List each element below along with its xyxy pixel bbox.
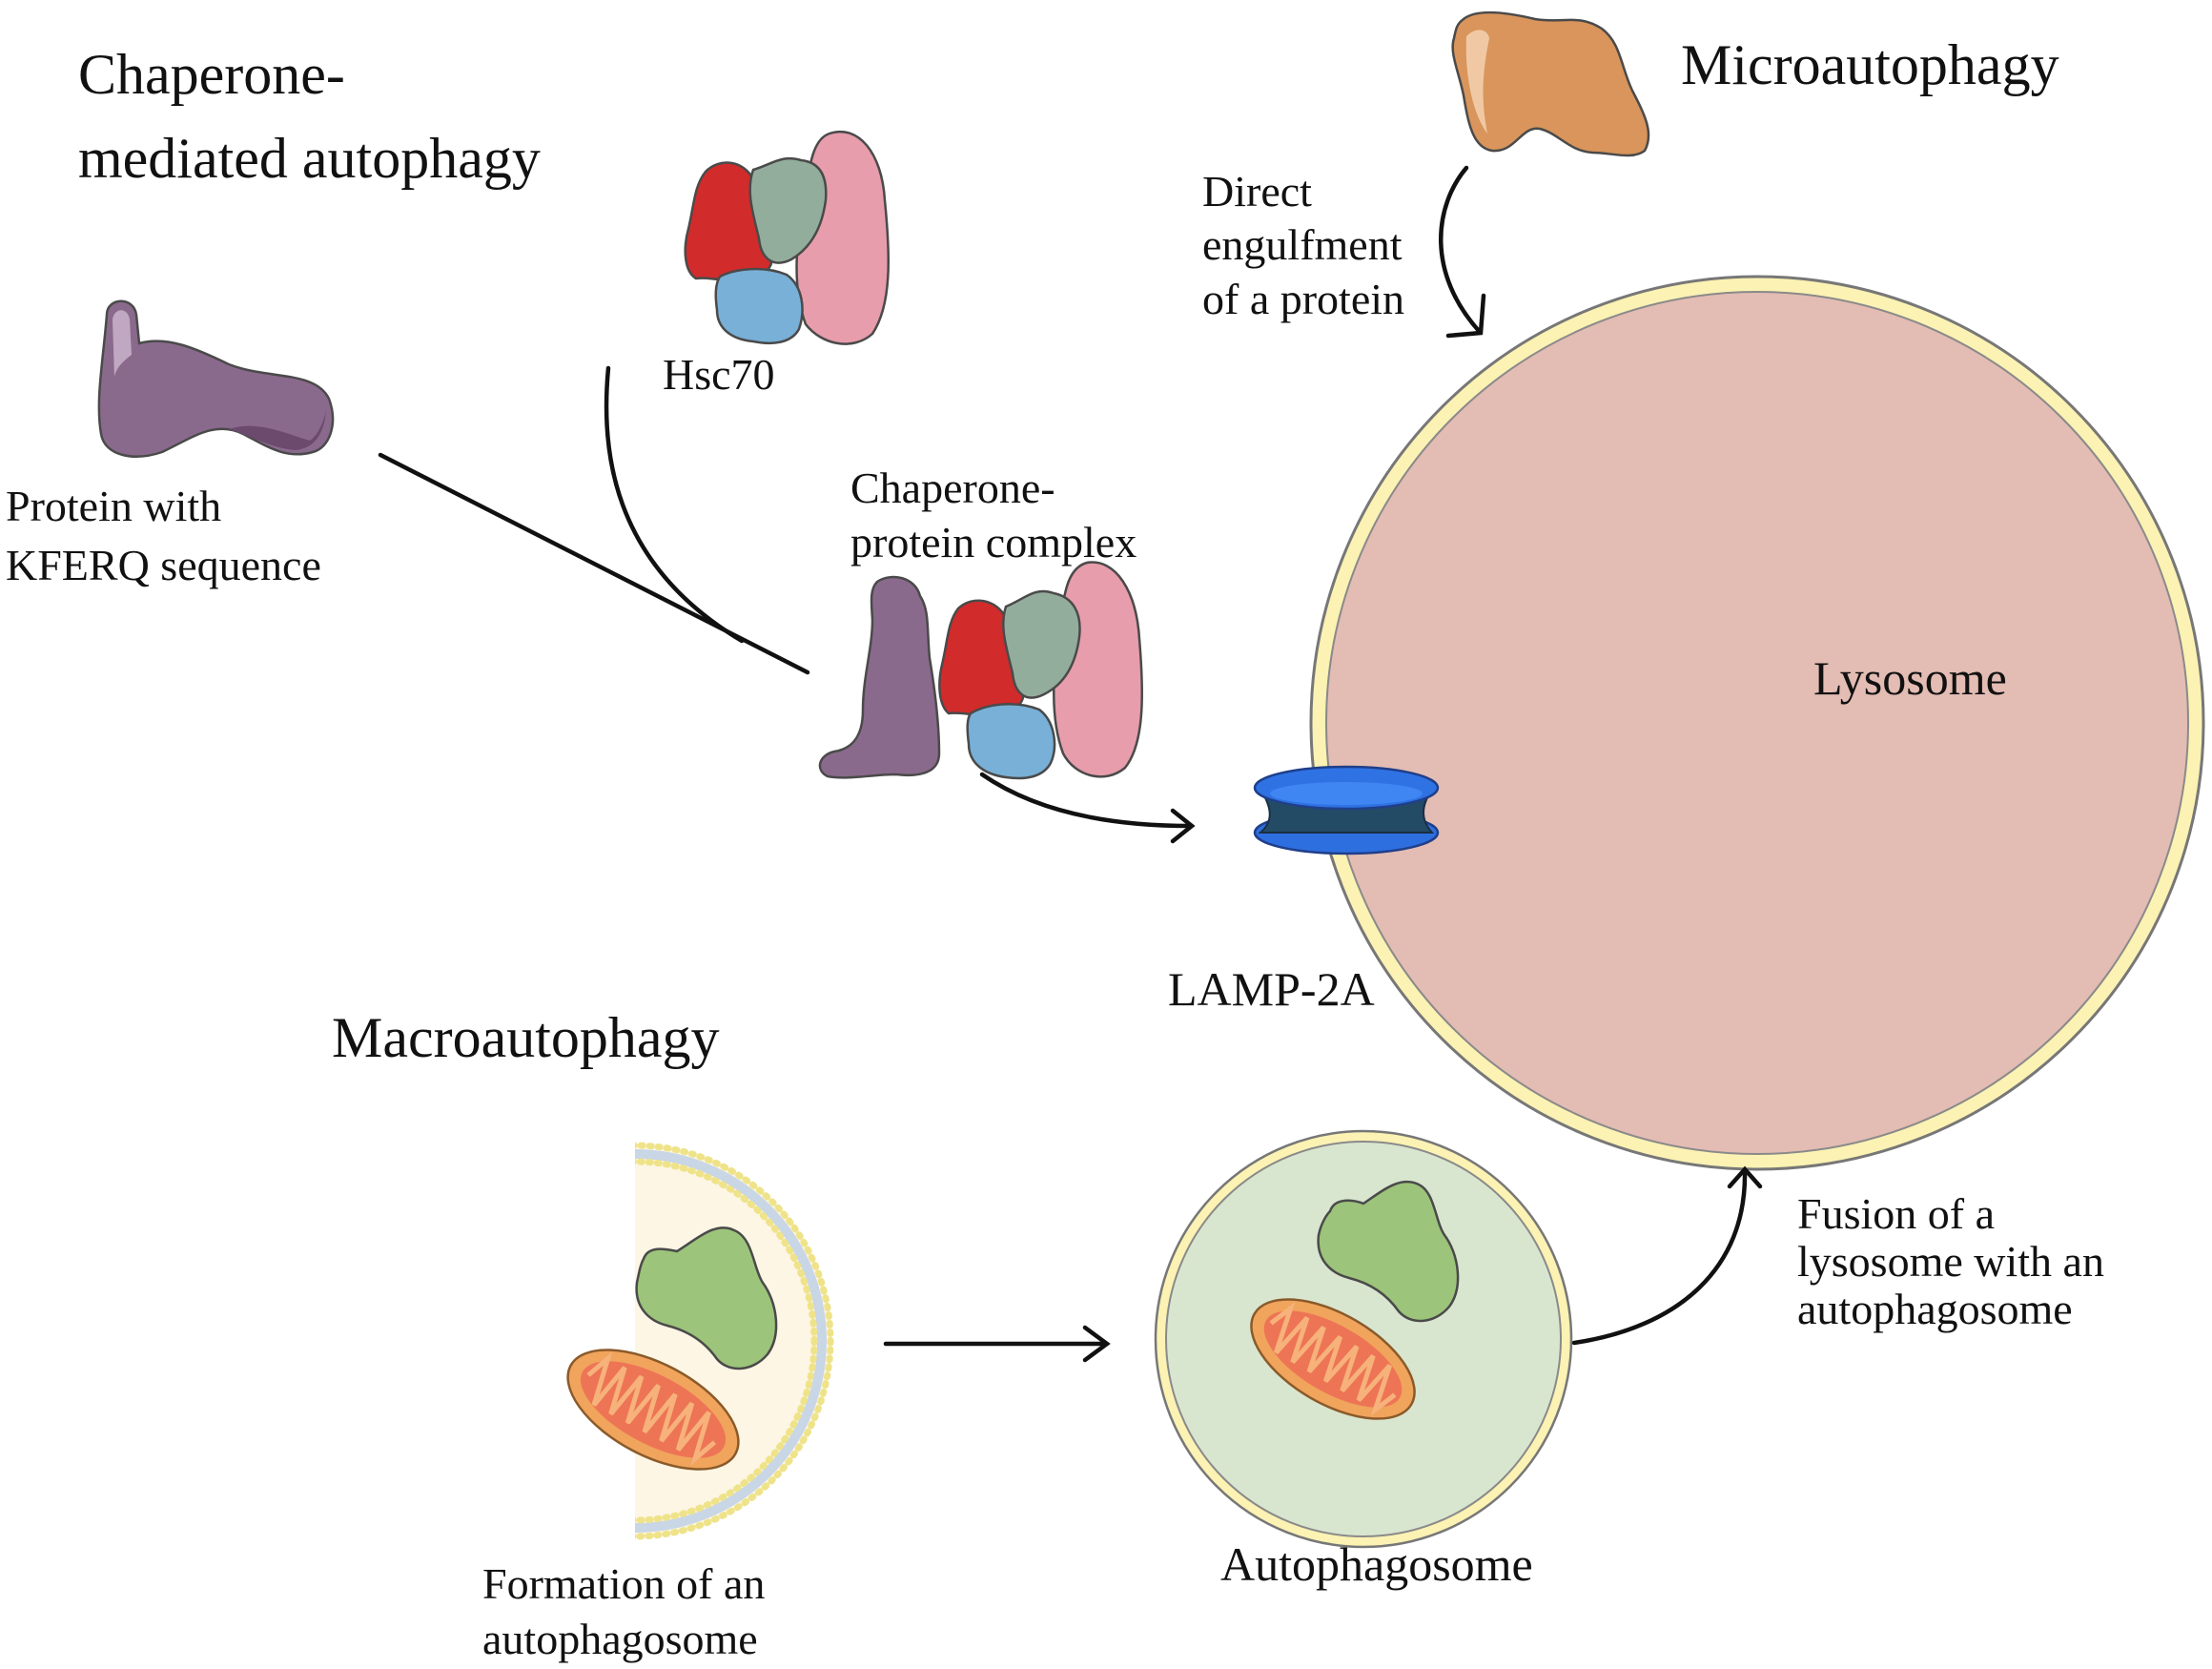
orange-protein-highlight (1465, 30, 1489, 134)
fusion-label: Fusion of a lysosome with an autophagoso… (1797, 1189, 2115, 1333)
engulfment-arrowhead-icon (1445, 293, 1486, 339)
auto-mito-cristae (1269, 1301, 1397, 1417)
kferq-protein-label: Protein with KFERQ sequence (6, 482, 321, 589)
phagophore-inner-heads (635, 1158, 818, 1524)
phagophore-bilayer-core (635, 1149, 827, 1533)
hsc70-to-complex-line (604, 365, 745, 644)
hsc70-icon (684, 130, 891, 345)
orange-protein-icon (1451, 10, 1650, 157)
complex-arrowhead-icon (1170, 808, 1196, 844)
direct-engulfment-label: Direct engulfment of a protein (1202, 167, 1413, 323)
hsc70-blue-domain (714, 267, 804, 345)
lysosome (1309, 275, 2205, 1171)
kferq-highlight (113, 310, 132, 377)
fusion-line3: autophagosome (1797, 1285, 2073, 1333)
kferq-label-line2: KFERQ sequence (6, 541, 321, 589)
phagophore-cargo-protein-icon (635, 1226, 778, 1370)
complex-to-lamp2a-arrow (979, 772, 1193, 829)
autophagosome-mitochondrion-icon (1250, 1298, 1416, 1420)
complex-green-domain (1002, 589, 1081, 699)
cma-title-line1: Chaperone- (78, 43, 345, 106)
complex-purple-protein (818, 575, 941, 779)
hsc70-green-domain (748, 156, 828, 264)
phagophore-mitochondrion-icon (566, 1349, 740, 1471)
fusion-line2: lysosome with an (1797, 1237, 2104, 1286)
cma-title: Chaperone- mediated autophagy (78, 43, 541, 190)
autophagosome-cargo-protein-icon (1317, 1180, 1460, 1323)
kferq-shadow (229, 410, 326, 450)
engulfment-arrow (1439, 165, 1483, 335)
hsc70-label: Hsc70 (663, 350, 775, 399)
formation-line1: Formation of an (482, 1559, 765, 1608)
fusion-arrow (1571, 1168, 1748, 1346)
lamp2a-channel-icon (1253, 765, 1440, 855)
lysosome-lumen (1325, 291, 2189, 1155)
complex-label-line2: protein complex (850, 518, 1137, 567)
engulfment-line2: engulfment (1202, 220, 1403, 269)
lysosome-label: Lysosome (1813, 651, 2007, 705)
kferq-protein-shape (97, 299, 335, 458)
formation-label: Formation of an autophagosome (482, 1559, 776, 1663)
formation-line2: autophagosome (482, 1615, 758, 1663)
complex-label-line1: Chaperone- (850, 464, 1055, 512)
phagophore-outer-heads (635, 1142, 834, 1540)
cargo-protein-shape (635, 1226, 778, 1370)
engulfment-line1: Direct (1202, 167, 1312, 216)
fusion-arrowhead-icon (1727, 1165, 1763, 1189)
complex-blue-domain (966, 703, 1056, 780)
autophagosome-label: Autophagosome (1220, 1537, 1533, 1591)
orange-protein-shape (1451, 10, 1650, 157)
macroautophagy-title: Macroautophagy (332, 1006, 720, 1069)
lamp2a-top-highlight (1270, 782, 1423, 805)
autophagosome-cargo-shape (1317, 1180, 1460, 1323)
chaperone-complex-icon (818, 561, 1144, 780)
microautophagy-title: Microautophagy (1681, 33, 2059, 96)
kferq-label-line1: Protein with (6, 482, 221, 530)
mito-cristae (586, 1351, 717, 1466)
lamp2a-label: LAMP-2A (1168, 962, 1375, 1016)
chaperone-complex-label: Chaperone- protein complex (850, 464, 1137, 567)
engulfment-line3: of a protein (1202, 275, 1404, 323)
kferq-protein-icon (97, 299, 335, 458)
formation-arrowhead-icon (1082, 1325, 1111, 1363)
cma-title-line2: mediated autophagy (78, 127, 541, 190)
fusion-line1: Fusion of a (1797, 1189, 1995, 1238)
